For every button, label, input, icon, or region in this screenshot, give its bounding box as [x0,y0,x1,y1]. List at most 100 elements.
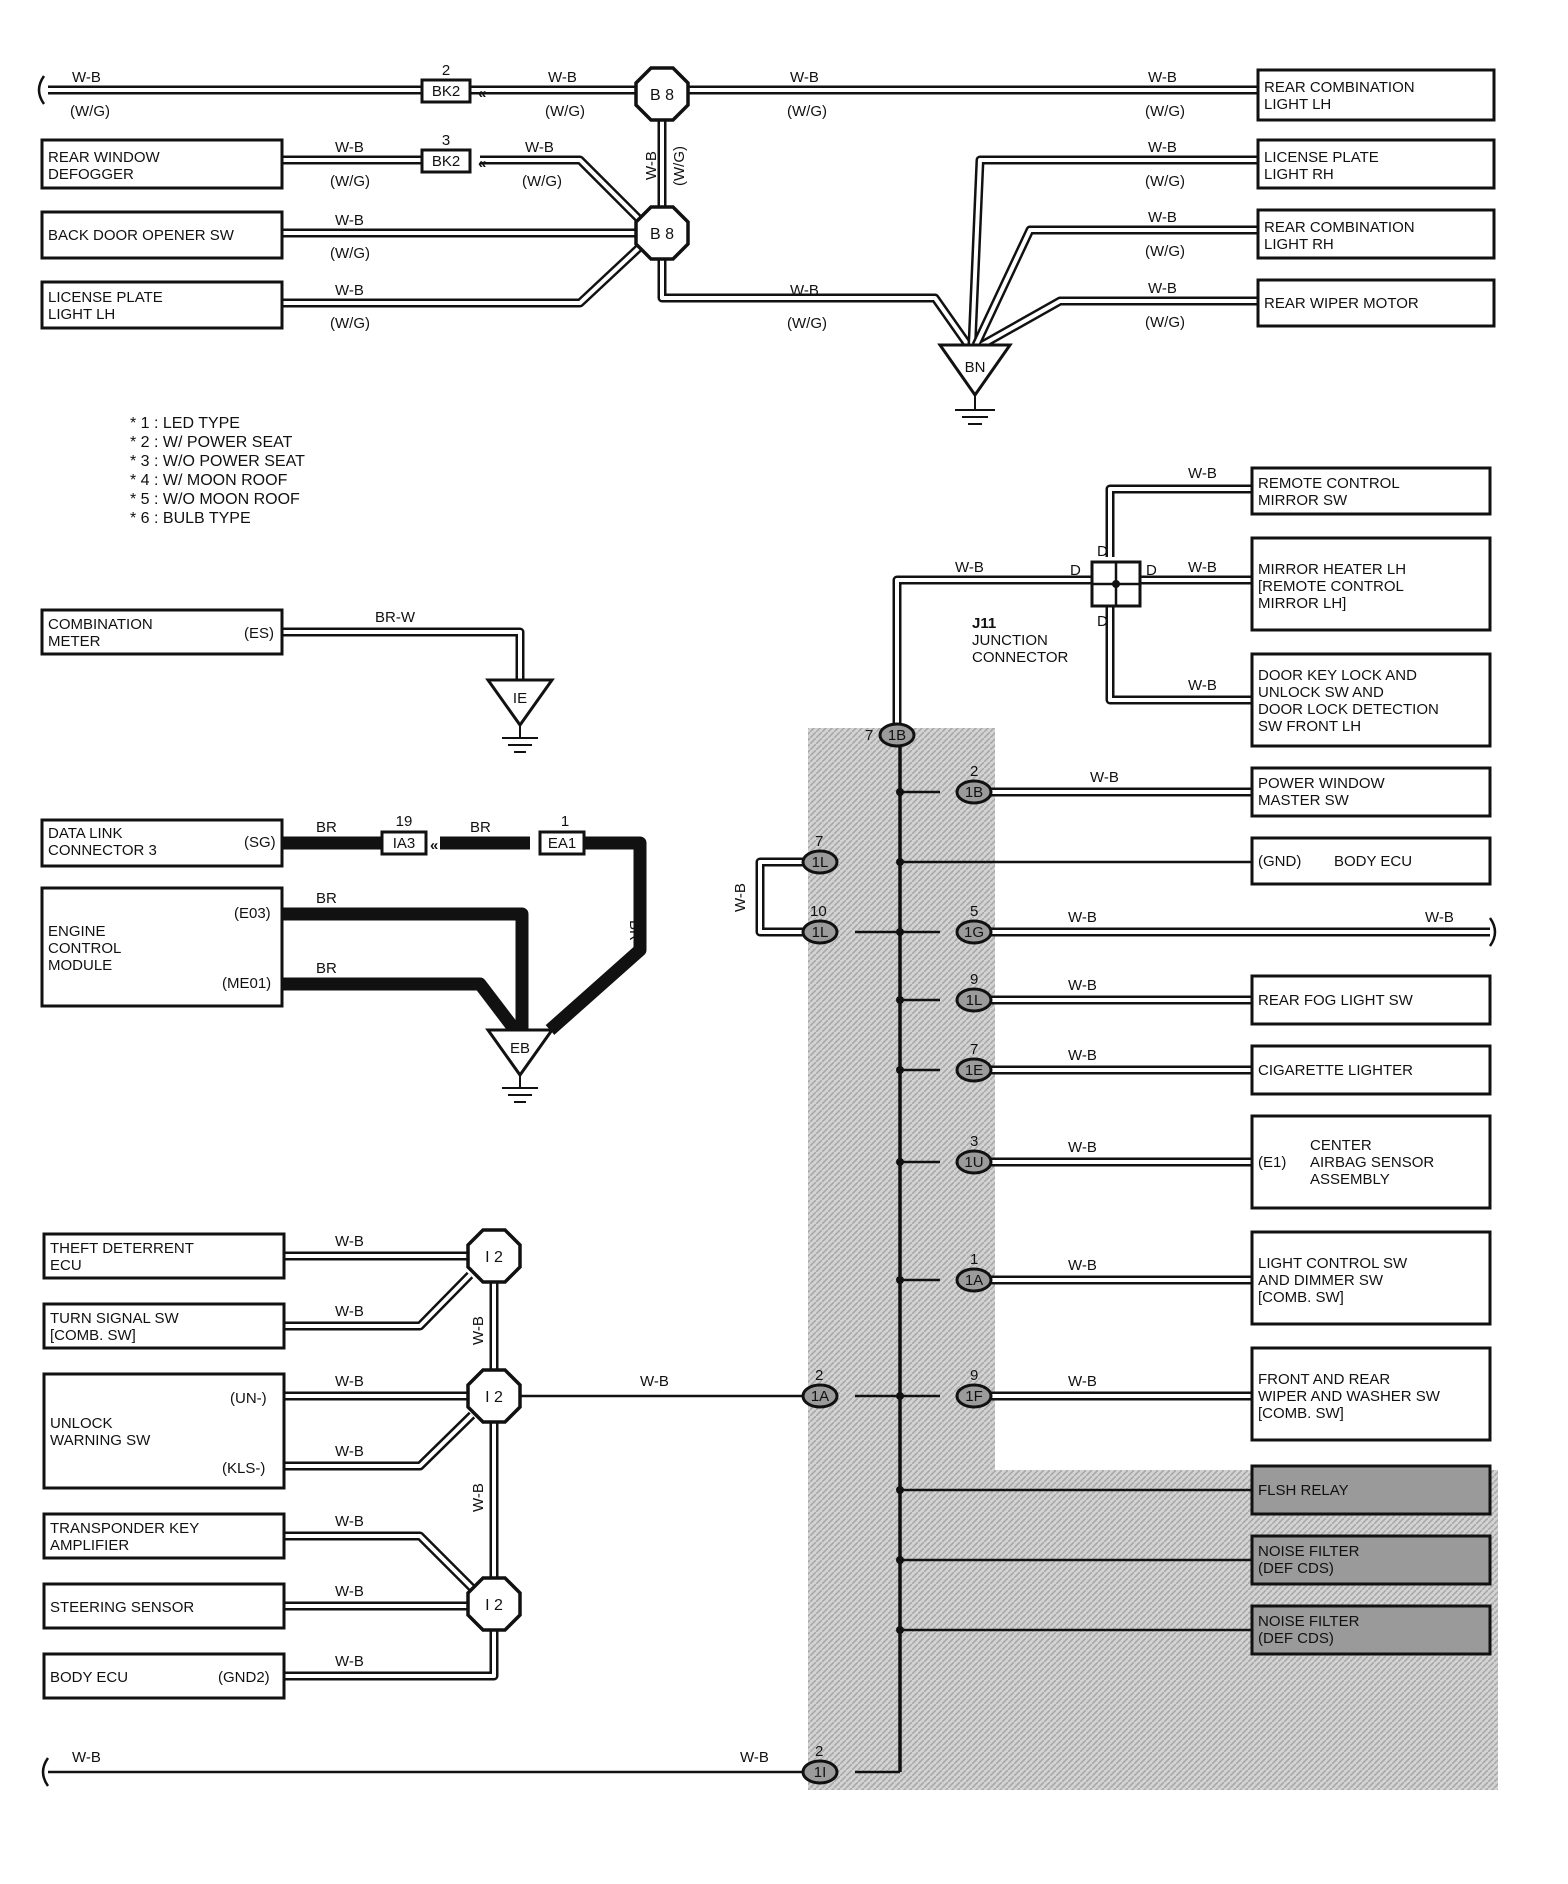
top-wire-labels: W-B (W/G) W-B (W/G) W-B (W/G) W-B (W/G) W-B (… [70,69,1185,332]
svg-text:W-B: W-B [335,212,364,229]
center-airbag-sensor: (E1) CENTER AIRBAG SENSOR ASSEMBLY [1250,1114,1492,1210]
svg-text:W-B: W-B [1148,280,1177,297]
svg-text:1G: 1G [964,924,984,941]
svg-text:REAR FOG LIGHT SW: REAR FOG LIGHT SW [1258,992,1414,1009]
svg-text:W-B: W-B [1188,677,1217,694]
svg-text:[COMB. SW]: [COMB. SW] [1258,1405,1344,1422]
splice-b8-top: B 8 [634,66,690,122]
svg-text:1L: 1L [966,992,983,1009]
svg-text:1L: 1L [812,854,829,871]
svg-text:(W/G): (W/G) [70,103,110,120]
svg-text:ASSEMBLY: ASSEMBLY [1310,1171,1390,1188]
svg-text:BK2: BK2 [432,153,460,170]
svg-text:(W/G): (W/G) [671,146,688,186]
svg-text:W-B: W-B [1148,209,1177,226]
svg-text:THEFT DETERRENT: THEFT DETERRENT [50,1240,194,1257]
svg-text:W-B: W-B [1188,559,1217,576]
svg-text:W-B: W-B [643,151,660,180]
rear-fog-light-sw: REAR FOG LIGHT SW [1250,974,1492,1026]
svg-text:NOISE FILTER: NOISE FILTER [1258,1613,1360,1630]
svg-text:1A: 1A [811,1388,829,1405]
svg-text:1: 1 [561,813,569,830]
right-wire-labels: W-B W-B W-B W-B W-B W-B W-B W-B [1068,769,1454,1390]
svg-text:DATA LINK: DATA LINK [48,825,122,842]
light-control-sw: LIGHT CONTROL SW AND DIMMER SW [COMB. SW… [1250,1230,1492,1326]
ecm-ground-wires [282,836,647,1035]
svg-text:W-B: W-B [335,282,364,299]
ground-ie: IE [485,678,555,753]
combination-meter: COMBINATION METER (ES) [40,608,284,656]
svg-text:BK2: BK2 [432,83,460,100]
svg-text:2: 2 [815,1367,823,1384]
remote-control-mirror-sw: REMOTE CONTROL MIRROR SW [1250,466,1492,516]
svg-text:(W/G): (W/G) [330,245,370,262]
body-ecu-right: (GND) BODY ECU [1250,836,1492,886]
svg-text:W-B: W-B [1068,1257,1097,1274]
svg-text:(W/G): (W/G) [1145,173,1185,190]
wiper-washer-sw: FRONT AND REAR WIPER AND WASHER SW [COMB… [1250,1346,1492,1442]
rear-window-defogger: REAR WINDOW DEFOGGER [40,138,284,190]
svg-text:W-B: W-B [1425,909,1454,926]
svg-text:(ME01): (ME01) [222,975,271,992]
svg-text:BODY ECU: BODY ECU [1334,853,1412,870]
ground-eb: EB [485,1028,555,1103]
engine-control-module: ENGINE CONTROL MODULE (E03) (ME01) [40,886,284,1008]
svg-text:1B: 1B [965,784,983,801]
svg-text:W-B: W-B [470,1483,487,1512]
jpin-1l-7: 1L 7 [801,833,839,875]
svg-text:REAR COMBINATION: REAR COMBINATION [1264,79,1415,96]
jpin-1f: 1F 9 [955,1367,993,1409]
svg-text:W-B: W-B [1068,1047,1097,1064]
loop-1l: W-B [732,857,805,937]
jpin-1g: 1G 5 [955,903,993,945]
svg-text:CONNECTOR: CONNECTOR [972,649,1069,666]
svg-text:SW FRONT LH: SW FRONT LH [1258,718,1361,735]
svg-text:DOOR KEY LOCK AND: DOOR KEY LOCK AND [1258,667,1417,684]
svg-text:POWER WINDOW: POWER WINDOW [1258,775,1385,792]
bus-junction-dots [896,788,904,1634]
svg-text:W-B: W-B [640,1373,669,1390]
jpin-1b: 1B 2 [955,763,993,805]
svg-text:19: 19 [396,813,413,830]
svg-text:(DEF CDS): (DEF CDS) [1258,1630,1334,1647]
svg-text:BACK DOOR OPENER SW: BACK DOOR OPENER SW [48,227,235,244]
svg-text:(GND2): (GND2) [218,1669,270,1686]
svg-text:LICENSE PLATE: LICENSE PLATE [48,289,163,306]
svg-text:UNLOCK: UNLOCK [50,1415,113,1432]
svg-text:1A: 1A [965,1272,983,1289]
body-ecu-left: BODY ECU (GND2) [42,1652,286,1700]
svg-text:W-B: W-B [335,1233,364,1250]
svg-text:(W/G): (W/G) [787,315,827,332]
br-arrows: « [430,837,438,854]
svg-text:TURN SIGNAL SW: TURN SIGNAL SW [50,1310,179,1327]
svg-text:LIGHT LH: LIGHT LH [1264,96,1331,113]
svg-text:LIGHT CONTROL SW: LIGHT CONTROL SW [1258,1255,1408,1272]
svg-text:1F: 1F [965,1388,983,1405]
svg-text:REAR COMBINATION: REAR COMBINATION [1264,219,1415,236]
license-plate-light-rh: LICENSE PLATE LIGHT RH [1256,138,1496,190]
svg-text:(W/G): (W/G) [330,173,370,190]
svg-text:* 1 : LED TYPE: * 1 : LED TYPE [130,415,240,432]
svg-text:LICENSE PLATE: LICENSE PLATE [1264,149,1379,166]
steering-sensor: STEERING SENSOR [42,1582,286,1630]
svg-text:CONTROL: CONTROL [48,940,121,957]
ground-bn: BN [937,343,1013,425]
svg-text:W-B: W-B [740,1749,769,1766]
svg-text:7: 7 [815,833,823,850]
svg-text:AMPLIFIER: AMPLIFIER [50,1537,129,1554]
svg-text:W-B: W-B [335,139,364,156]
svg-text:NOISE FILTER: NOISE FILTER [1258,1543,1360,1560]
j11-junction-connector: D D D D J11 JUNCTION CONNECTOR [972,543,1157,666]
wire-break-bottom-left [41,1757,50,1787]
svg-text:«: « [478,85,486,102]
svg-text:1E: 1E [965,1062,983,1079]
svg-text:(W/G): (W/G) [1145,243,1185,260]
svg-text:1I: 1I [814,1764,827,1781]
j11-wires [892,484,1258,735]
theft-deterrent-ecu: THEFT DETERRENT ECU [42,1232,286,1280]
svg-text:DEFOGGER: DEFOGGER [48,166,134,183]
cigarette-lighter: CIGARETTE LIGHTER [1250,1044,1492,1096]
door-key-lock-sw: DOOR KEY LOCK AND UNLOCK SW AND DOOR LOC… [1250,652,1492,748]
svg-text:REAR WINDOW: REAR WINDOW [48,149,161,166]
svg-text:W-B: W-B [470,1316,487,1345]
